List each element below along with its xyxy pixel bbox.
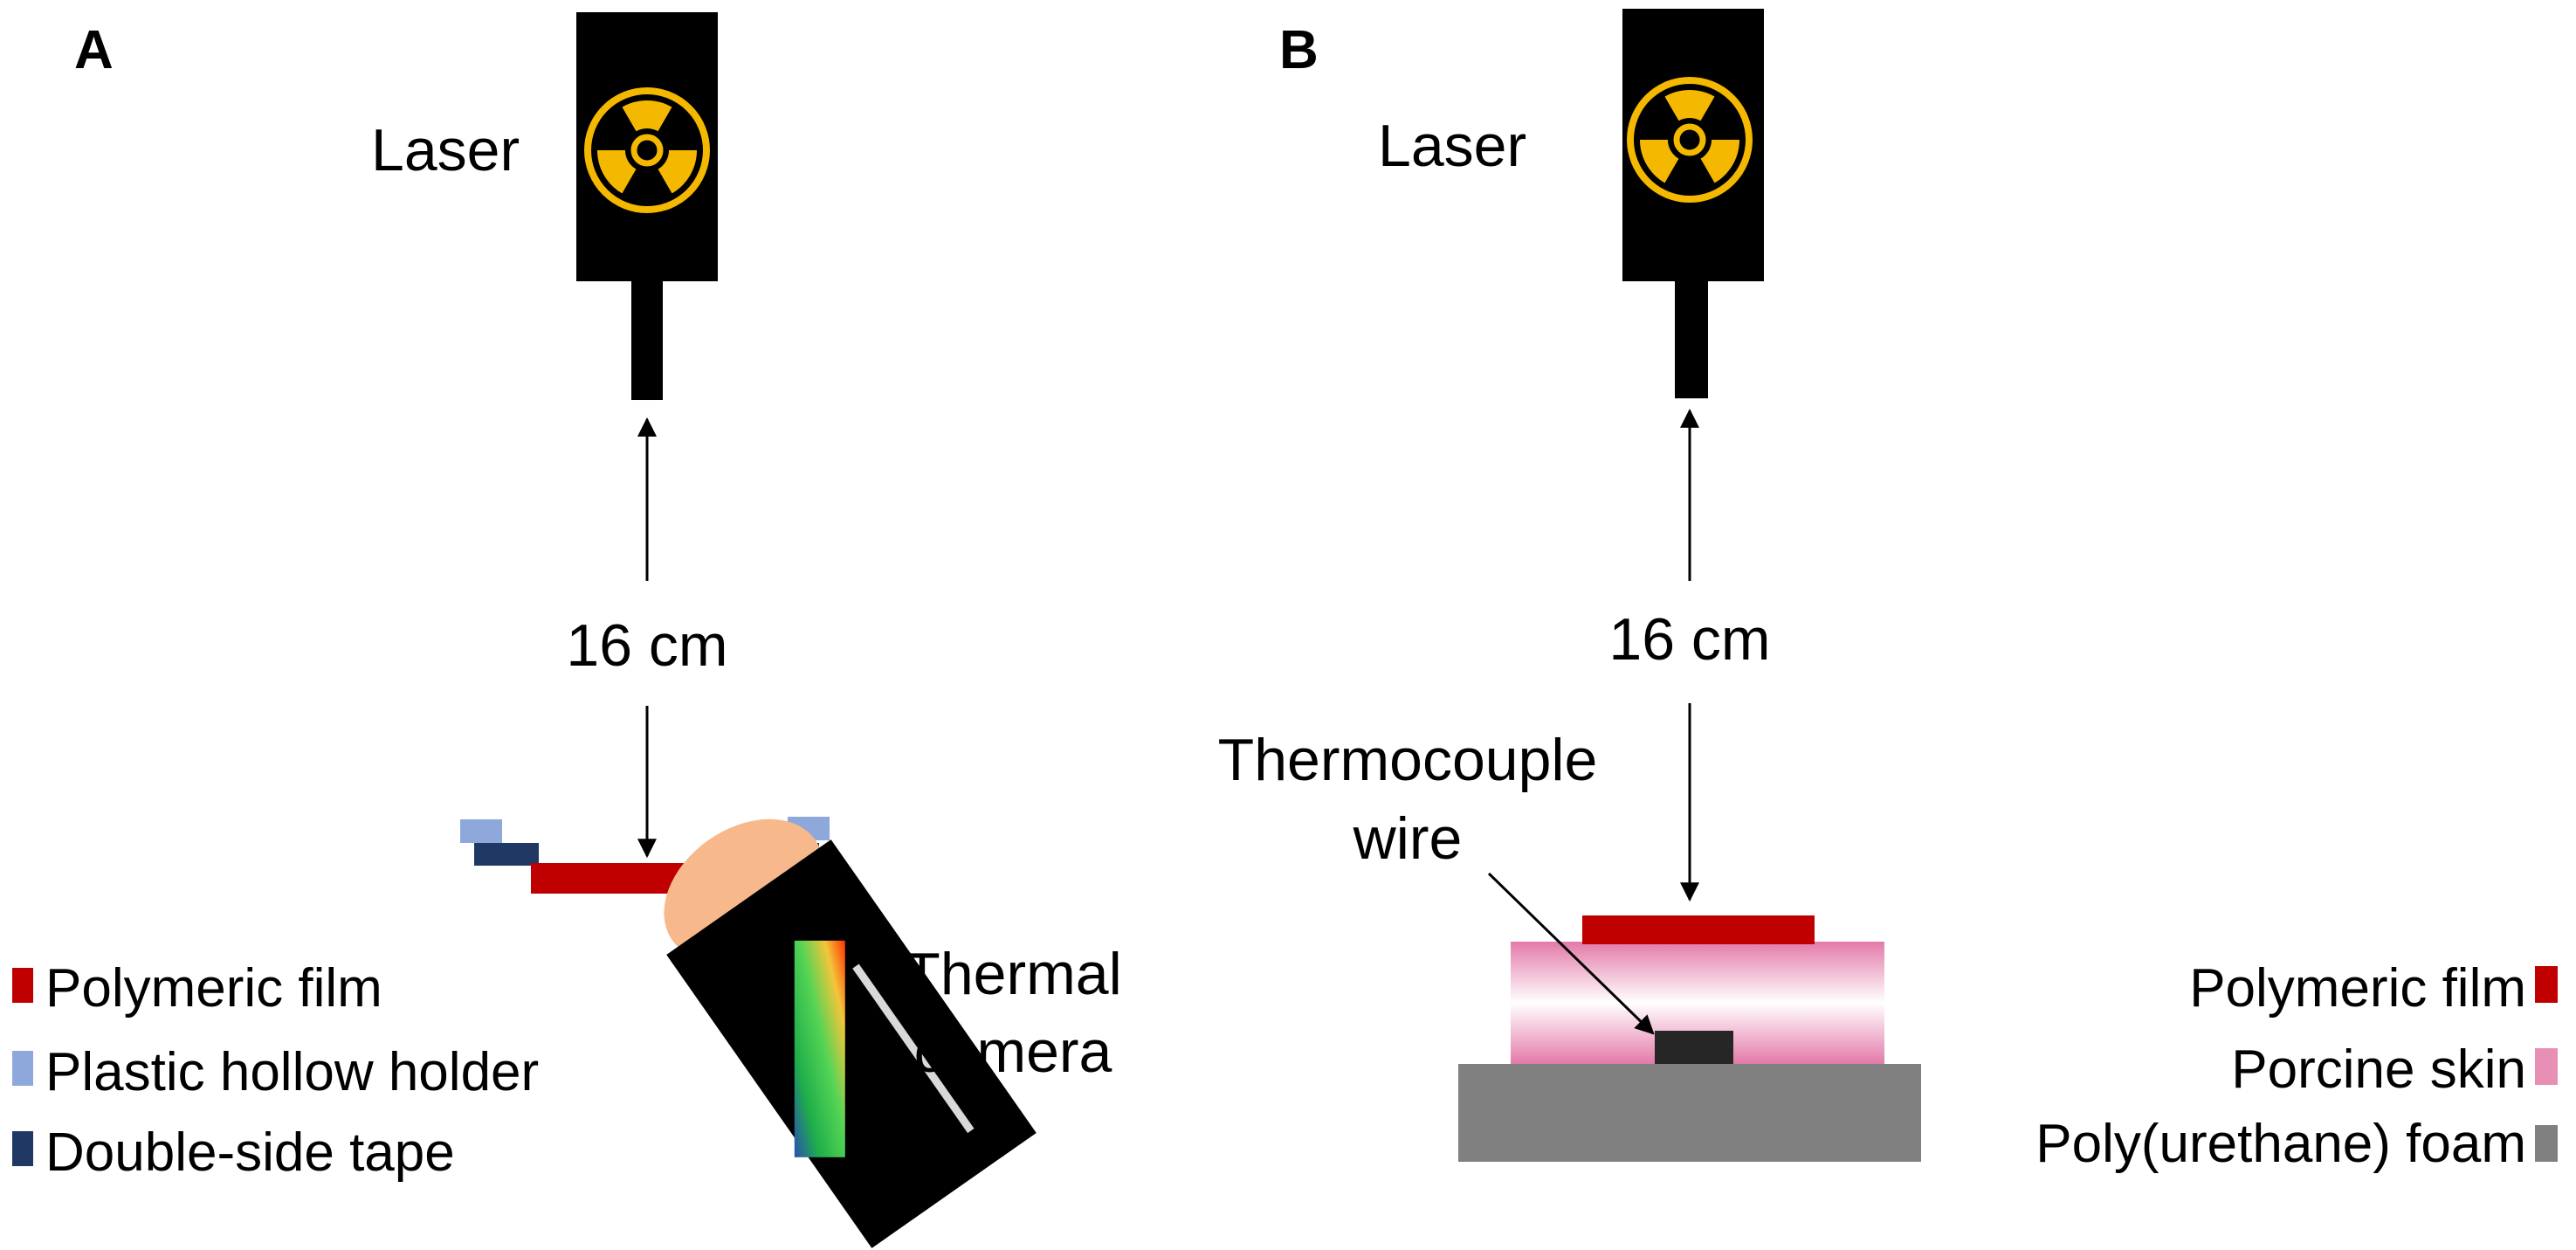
- laser-nozzle: [631, 281, 663, 400]
- thermocouple-label-line1: Thermocouple: [1218, 727, 1598, 793]
- panel-b-sample: [1458, 872, 1921, 1162]
- radiation-icon: [1627, 77, 1753, 203]
- panel-a-legend: Polymeric film Plastic hollow holder Dou…: [12, 958, 539, 1183]
- camera-display-line: [852, 963, 975, 1134]
- camera-spectrum: [794, 940, 845, 1157]
- thermocouple-label-line2: wire: [1353, 805, 1463, 872]
- radiation-icon: [584, 87, 710, 213]
- panel-b-letter: B: [1279, 20, 1319, 80]
- panel-b-distance-label: 16 cm: [1608, 606, 1770, 673]
- panel-a-distance-label: 16 cm: [566, 612, 727, 679]
- camera-body: [666, 839, 1037, 1248]
- panel-b: B Laser 16 cm Thermocouple wire: [1218, 9, 2558, 1174]
- legend-label-double-side-tape: Double-side tape: [45, 1122, 455, 1183]
- panel-a-letter: A: [74, 20, 114, 80]
- thermal-camera: [664, 818, 1037, 1248]
- legend-label-porcine-skin: Porcine skin: [2231, 1039, 2526, 1100]
- legend-swatch-polymeric-film: [2535, 966, 2558, 1003]
- thermocouple-pointer-arrow: [1487, 872, 1655, 1035]
- poly-urethane-foam-block: [1458, 1064, 1921, 1162]
- legend-swatch-double-side-tape: [12, 1131, 33, 1166]
- legend-label-plastic-holder: Plastic hollow holder: [45, 1042, 539, 1102]
- panel-a: A Laser 16 cm: [12, 12, 1122, 1248]
- legend-label-polymeric-film: Polymeric film: [45, 958, 382, 1019]
- legend-swatch-porcine-skin: [2535, 1048, 2558, 1085]
- legend-label-polymeric-film: Polymeric film: [2189, 958, 2526, 1019]
- panel-a-laser-label: Laser: [371, 117, 520, 183]
- panel-b-laser-label: Laser: [1378, 113, 1526, 179]
- panel-a-laser: [576, 12, 718, 400]
- legend-label-poly-urethane-foam: Poly(urethane) foam: [2035, 1114, 2526, 1174]
- legend-swatch-polymeric-film: [12, 968, 33, 1003]
- camera-label-line1: Thermal: [904, 941, 1121, 1007]
- panel-b-laser: [1622, 9, 1764, 398]
- double-side-tape-left: [474, 843, 539, 866]
- legend-swatch-poly-urethane-foam: [2535, 1125, 2558, 1162]
- plastic-hollow-holder-left: [460, 819, 502, 843]
- polymeric-film-b: [1582, 915, 1815, 944]
- thermocouple-junction: [1655, 1031, 1733, 1064]
- laser-body: [576, 12, 718, 281]
- camera-label-line2: camera: [914, 1019, 1112, 1085]
- laser-nozzle: [1675, 281, 1708, 398]
- panel-b-legend: Polymeric film Porcine skin Poly(urethan…: [2035, 958, 2558, 1174]
- legend-swatch-plastic-holder: [12, 1051, 33, 1086]
